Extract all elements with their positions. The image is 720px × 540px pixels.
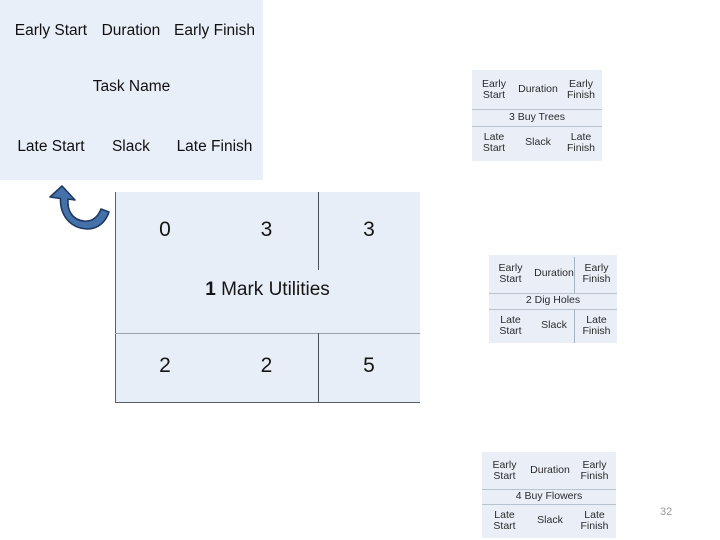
buy-flowers-late-start-label: Late Start bbox=[493, 508, 516, 532]
buy-trees-divider-upper bbox=[472, 109, 602, 110]
buy-trees-early-start-label: Early Start bbox=[482, 77, 506, 101]
late-start-value: 2 bbox=[159, 354, 171, 377]
duration-value: 3 bbox=[260, 218, 273, 241]
legend-middle-row: Task Name bbox=[0, 74, 263, 100]
slack-value: 2 bbox=[260, 354, 273, 377]
legend-late-finish-label: Late Finish bbox=[176, 138, 253, 155]
node-bottom-border bbox=[115, 402, 420, 403]
buy-flowers-early-row: Early Start Duration Early Finish bbox=[482, 456, 616, 486]
late-finish-value: 5 bbox=[363, 354, 375, 377]
node-left-border bbox=[115, 192, 116, 403]
buy-trees-node: Early Start Duration Early Finish 3 Buy … bbox=[472, 70, 602, 161]
node-vertical-divider-bottom bbox=[318, 333, 319, 403]
node-horizontal-divider bbox=[115, 333, 420, 334]
node-early-row: 0 3 3 bbox=[115, 214, 420, 246]
legend-slack-label: Slack bbox=[111, 138, 150, 155]
legend-top-row: Early Start Duration Early Finish bbox=[0, 18, 263, 44]
dig-holes-vertical-divider-top bbox=[574, 257, 575, 293]
buy-trees-early-row: Early Start Duration Early Finish bbox=[472, 75, 602, 105]
buy-flowers-late-row: Late Start Slack Late Finish bbox=[482, 506, 616, 536]
dig-holes-task-title: 2 Dig Holes bbox=[525, 294, 581, 306]
curved-callout-arrow-icon bbox=[44, 184, 116, 240]
legend-bottom-row: Late Start Slack Late Finish bbox=[0, 134, 263, 160]
buy-flowers-early-start-label: Early Start bbox=[492, 458, 517, 482]
legend-late-start-label: Late Start bbox=[17, 138, 85, 155]
buy-flowers-duration-label: Duration bbox=[530, 464, 570, 477]
buy-trees-late-finish-label: Late Finish bbox=[566, 130, 595, 154]
dig-holes-divider-upper bbox=[489, 293, 617, 294]
node-vertical-divider-top bbox=[318, 192, 319, 270]
buy-flowers-slack-label: Slack bbox=[537, 514, 563, 527]
buy-trees-divider-lower bbox=[472, 126, 602, 127]
node-task-title: 1 Mark Utilities bbox=[115, 279, 420, 301]
buy-flowers-late-finish-label: Late Finish bbox=[580, 508, 609, 532]
buy-flowers-divider-upper bbox=[482, 489, 616, 490]
task-index: 1 bbox=[205, 279, 216, 300]
task-name-text: Mark Utilities bbox=[221, 279, 330, 300]
buy-trees-duration-label: Duration bbox=[518, 83, 558, 96]
buy-flowers-divider-lower bbox=[482, 504, 616, 505]
dig-holes-late-row: Late Start Slack Late Finish bbox=[489, 311, 617, 341]
dig-holes-early-finish-label: Early Finish bbox=[582, 261, 611, 285]
buy-trees-early-finish-label: Early Finish bbox=[566, 77, 595, 101]
dig-holes-late-finish-label: Late Finish bbox=[582, 313, 611, 337]
dig-holes-vertical-divider-bottom bbox=[574, 309, 575, 343]
mark-utilities-task-node: 0 3 3 1 Mark Utilities 2 2 5 bbox=[115, 192, 420, 403]
buy-trees-late-row: Late Start Slack Late Finish bbox=[472, 128, 602, 158]
buy-trees-late-start-label: Late Start bbox=[482, 130, 506, 154]
legend-task-name-label: Task Name bbox=[92, 78, 171, 95]
node-late-row: 2 2 5 bbox=[115, 350, 420, 382]
dig-holes-slack-label: Slack bbox=[541, 319, 567, 332]
legend-early-finish-label: Early Finish bbox=[173, 22, 255, 39]
buy-flowers-node: Early Start Duration Early Finish 4 Buy … bbox=[482, 452, 616, 538]
early-finish-value: 3 bbox=[363, 218, 375, 241]
buy-flowers-early-finish-label: Early Finish bbox=[580, 458, 609, 482]
page-number: 32 bbox=[660, 506, 673, 518]
task-node-legend: Early Start Duration Early Finish Task N… bbox=[0, 0, 263, 180]
dig-holes-node: Early Start Duration Early Finish 2 Dig … bbox=[489, 255, 617, 343]
dig-holes-divider-lower bbox=[489, 309, 617, 310]
legend-duration-label: Duration bbox=[101, 22, 161, 39]
buy-flowers-task-title: 4 Buy Flowers bbox=[515, 490, 583, 502]
dig-holes-late-start-label: Late Start bbox=[499, 313, 522, 337]
dig-holes-early-start-label: Early Start bbox=[498, 261, 523, 285]
buy-trees-slack-label: Slack bbox=[525, 136, 551, 149]
early-start-value: 0 bbox=[159, 218, 171, 241]
dig-holes-early-row: Early Start Duration Early Finish bbox=[489, 259, 617, 289]
legend-early-start-label: Early Start bbox=[14, 22, 88, 39]
dig-holes-duration-label: Duration bbox=[534, 267, 574, 280]
buy-trees-task-title: 3 Buy Trees bbox=[508, 111, 566, 123]
